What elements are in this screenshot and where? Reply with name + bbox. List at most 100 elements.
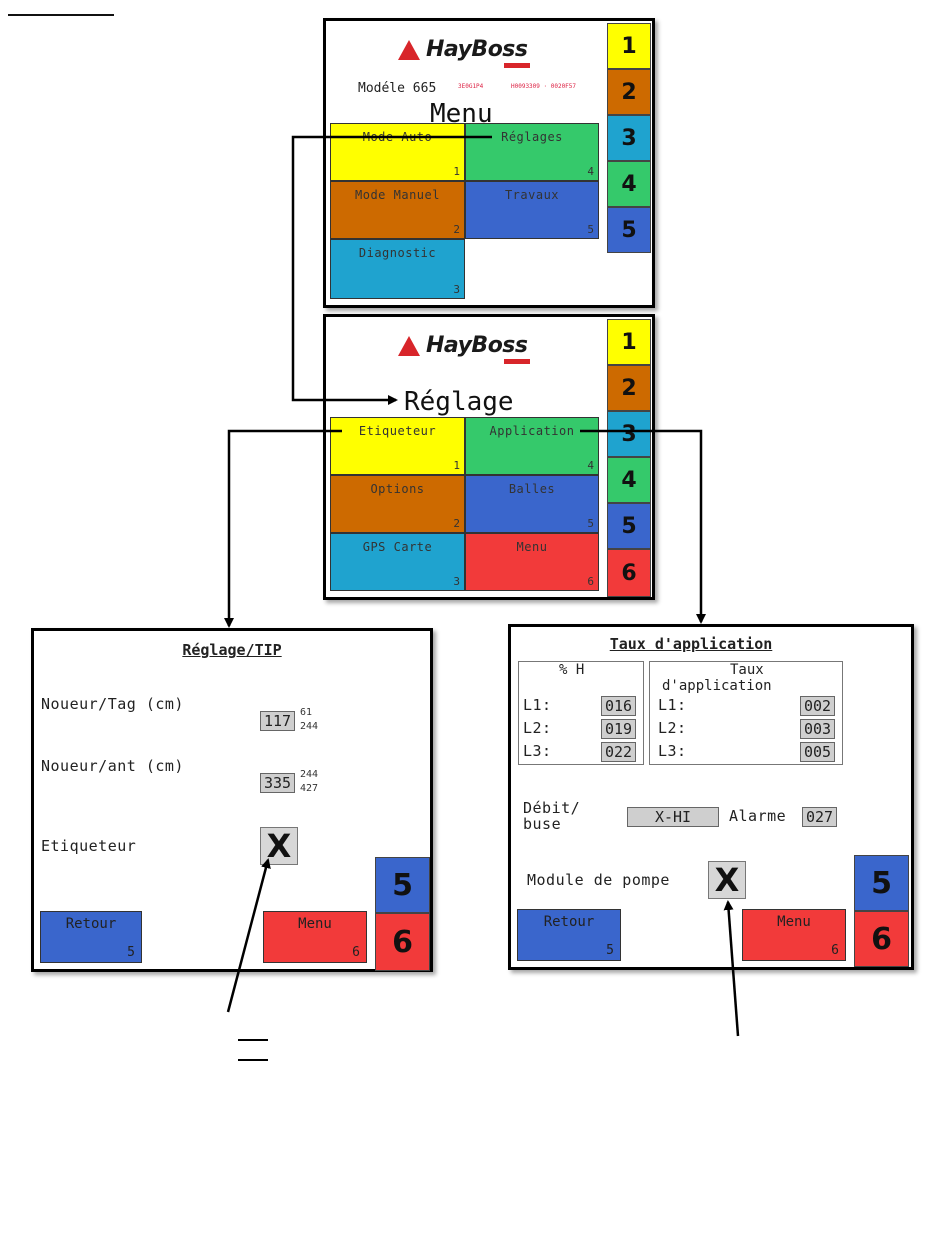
h-l3-value[interactable]: 022	[601, 742, 637, 762]
tile-etiqueteur[interactable]: Etiqueteur 1	[330, 417, 465, 475]
side-key-5[interactable]: 5	[854, 855, 909, 911]
tile-balles[interactable]: Balles 5	[465, 475, 599, 533]
tile-label: Balles	[508, 482, 556, 496]
tile-diagnostic[interactable]: Diagnostic 3	[330, 239, 465, 299]
tile-mode-manuel[interactable]: Mode Manuel 2	[330, 181, 465, 239]
tile-number: 5	[587, 517, 594, 530]
brand-sub-mark	[503, 63, 530, 68]
tile-label: GPS Carte	[362, 540, 433, 554]
tile-number: 2	[453, 223, 460, 236]
tile-label: Options	[370, 482, 425, 496]
serial-a: 3E0G1P4	[458, 83, 484, 90]
h-l2-value[interactable]: 019	[601, 719, 637, 739]
retour-button[interactable]: Retour 5	[40, 911, 142, 963]
t-l1-value[interactable]: 002	[800, 696, 836, 716]
noueur-ant-value[interactable]: 335	[260, 773, 296, 793]
tile-gps-carte[interactable]: GPS Carte 3	[330, 533, 465, 591]
button-number: 5	[127, 945, 135, 960]
noueur-ant-label: Noueur/ant (cm)	[41, 757, 184, 775]
tile-mode-auto[interactable]: Mode Auto 1	[330, 123, 465, 181]
side-key-5[interactable]: 5	[607, 503, 651, 549]
taux-header-2: d'application	[662, 678, 772, 694]
side-key-6[interactable]: 6	[607, 549, 651, 597]
button-label: Menu	[777, 914, 811, 930]
side-key-5[interactable]: 5	[607, 207, 651, 253]
side-key-5[interactable]: 5	[375, 857, 430, 913]
hayboss-logo: HayBoss	[398, 37, 530, 68]
agco-logo-icon	[398, 39, 420, 60]
taux-header-1: Taux	[730, 662, 764, 678]
tile-number: 6	[587, 575, 594, 588]
tile-number: 1	[453, 165, 460, 178]
side-key-2[interactable]: 2	[607, 365, 651, 411]
t-l1-label: L1:	[658, 696, 687, 714]
h-l2-label: L2:	[523, 719, 552, 737]
model-label: Modéle 665	[358, 81, 437, 96]
noueur-tag-value[interactable]: 117	[260, 711, 296, 731]
module-pompe-checkbox[interactable]: X	[708, 861, 746, 899]
t-l3-value[interactable]: 005	[800, 742, 836, 762]
button-label: Retour	[65, 916, 117, 932]
debit-select[interactable]: X-HI	[627, 807, 719, 827]
brand-sub-mark	[503, 359, 530, 364]
brand-name: HayBoss	[426, 37, 528, 62]
tile-label: Menu	[516, 540, 548, 554]
tile-number: 3	[453, 283, 460, 296]
tile-number: 5	[587, 223, 594, 236]
menu-button[interactable]: Menu 6	[263, 911, 367, 963]
noueur-tag-max: 61	[300, 707, 313, 718]
debit-label-1: Débit/	[523, 799, 581, 817]
tile-label: Mode Manuel	[355, 188, 440, 202]
brand-name: HayBoss	[426, 333, 528, 358]
noueur-ant-max: 244	[300, 769, 319, 780]
serial-b: H0093309 · 0020F57	[511, 83, 577, 90]
side-key-4[interactable]: 4	[607, 457, 651, 503]
module-pompe-label: Module de pompe	[527, 871, 670, 889]
menu-button[interactable]: Menu 6	[742, 909, 846, 961]
debit-label-2: buse	[523, 815, 562, 833]
t-l3-label: L3:	[658, 742, 687, 760]
side-key-2[interactable]: 2	[607, 69, 651, 115]
button-number: 6	[352, 945, 360, 960]
t-l2-label: L2:	[658, 719, 687, 737]
side-key-1[interactable]: 1	[607, 23, 651, 69]
tile-number: 3	[453, 575, 460, 588]
tile-reglages[interactable]: Réglages 4	[465, 123, 599, 181]
side-key-1[interactable]: 1	[607, 319, 651, 365]
button-number: 5	[606, 943, 614, 958]
side-key-6[interactable]: 6	[375, 913, 430, 971]
side-key-3[interactable]: 3	[607, 115, 651, 161]
tile-travaux[interactable]: Travaux 5	[465, 181, 599, 239]
humidity-header: % H	[559, 662, 585, 678]
side-key-6[interactable]: 6	[854, 911, 909, 967]
tile-label: Application	[489, 424, 575, 438]
alarme-label: Alarme	[729, 807, 787, 825]
arrow-reglages-to-reglage	[291, 135, 492, 405]
t-l2-value[interactable]: 003	[800, 719, 836, 739]
button-number: 6	[831, 943, 839, 958]
alarme-value[interactable]: 027	[802, 807, 838, 827]
tile-number: 1	[453, 459, 460, 472]
tile-number: 2	[453, 517, 460, 530]
agco-logo-icon	[398, 335, 420, 356]
reglage-screen: HayBoss Réglage Etiqueteur 1 Application…	[323, 314, 655, 600]
button-label: Retour	[543, 914, 595, 930]
tile-label: Etiqueteur	[358, 424, 437, 438]
tip-screen: Réglage/TIP Noueur/Tag (cm) 117 61 244 N…	[31, 628, 433, 972]
tile-menu[interactable]: Menu 6	[465, 533, 599, 591]
arrow-etiqueteur-to-tip	[224, 429, 342, 628]
tile-label: Diagnostic	[358, 246, 437, 260]
retour-button[interactable]: Retour 5	[517, 909, 621, 961]
tip-title: Réglage/TIP	[182, 641, 282, 659]
side-key-4[interactable]: 4	[607, 161, 651, 207]
noueur-ant-min: 427	[300, 783, 319, 794]
arrow-application-to-taux	[580, 429, 706, 624]
tile-application[interactable]: Application 4	[465, 417, 599, 475]
h-l1-value[interactable]: 016	[601, 696, 637, 716]
header-underline	[8, 14, 114, 16]
side-key-3[interactable]: 3	[607, 411, 651, 457]
tile-options[interactable]: Options 2	[330, 475, 465, 533]
menu-screen: HayBoss Modéle 665 3E0G1P4 H0093309 · 00…	[323, 18, 655, 308]
noueur-tag-min: 244	[300, 721, 319, 732]
h-l3-label: L3:	[523, 742, 552, 760]
